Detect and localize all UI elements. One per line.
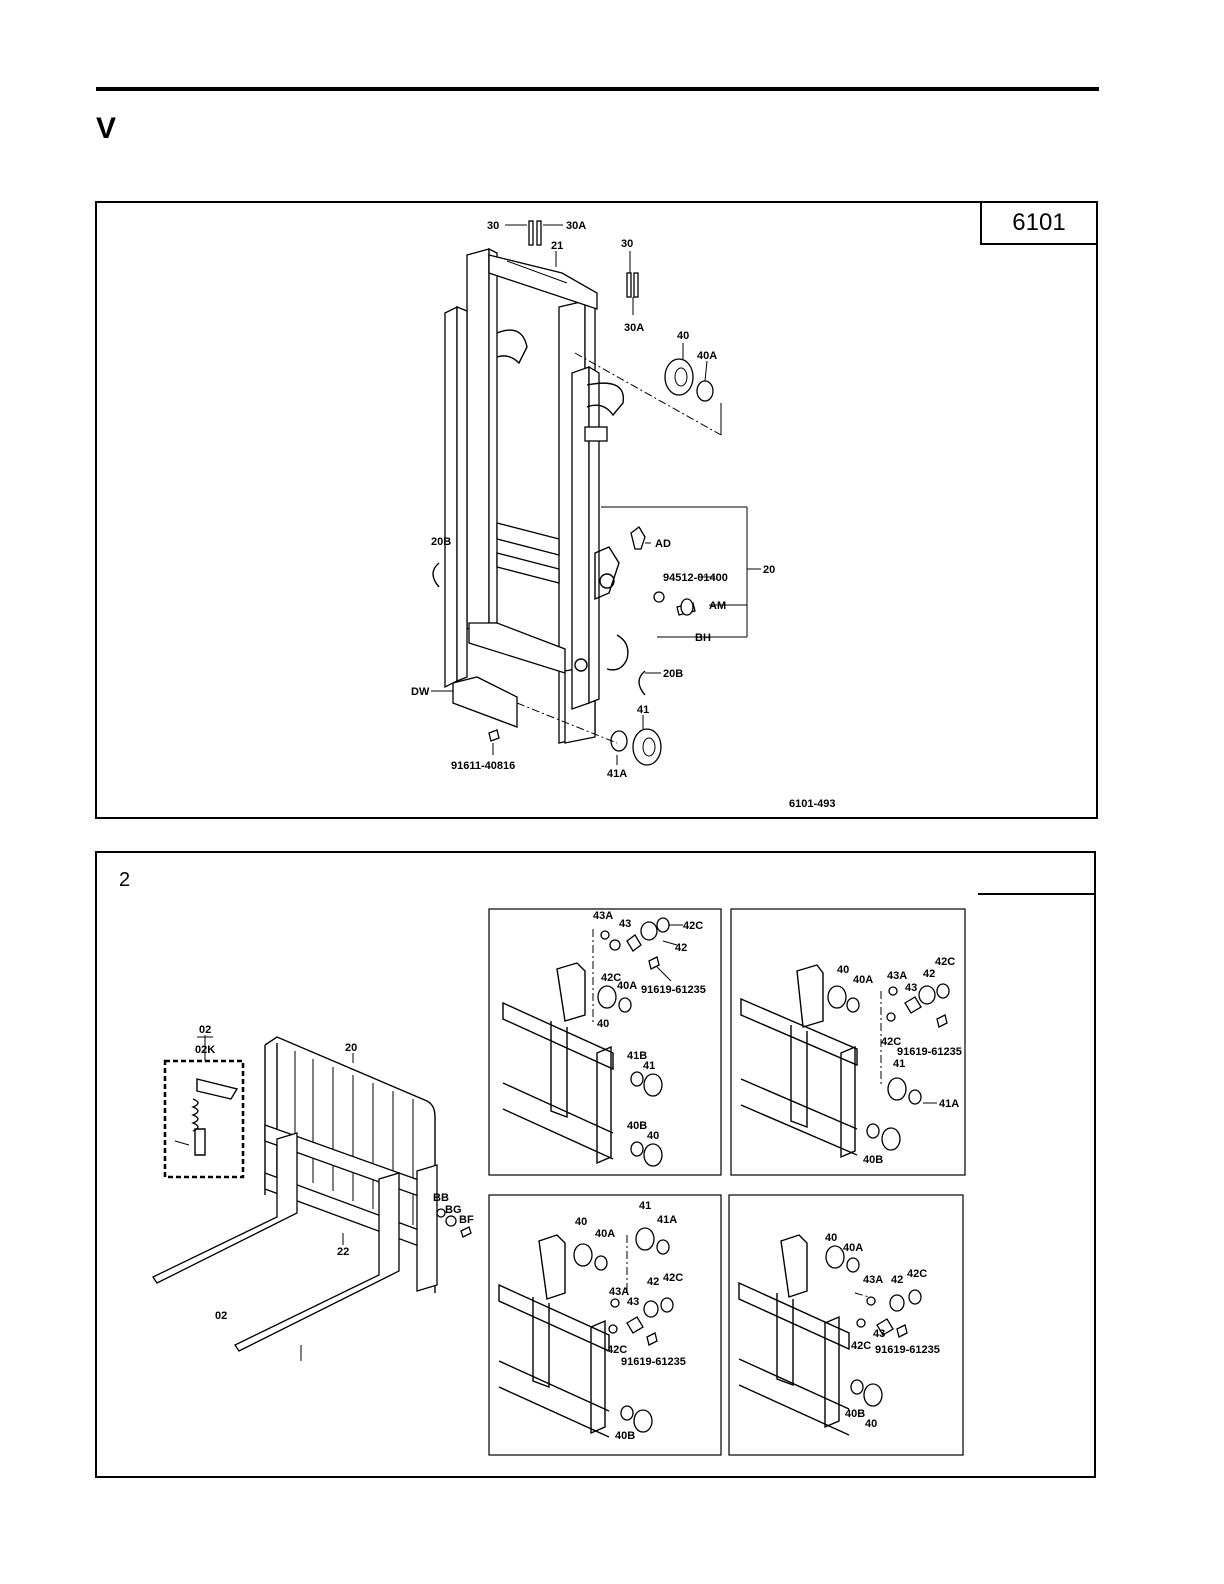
- label-40b: 40B: [863, 1154, 883, 1166]
- label-02: 02: [215, 1310, 227, 1322]
- label-02k: 02K: [195, 1044, 215, 1056]
- label-43: 43: [905, 982, 917, 994]
- header-rule: [96, 87, 1099, 91]
- panel-number: 2: [119, 869, 131, 891]
- detail-box-b: [730, 908, 966, 1176]
- dw-plate: [452, 676, 518, 728]
- label-bf: BF: [459, 1214, 474, 1226]
- label-42: 42: [647, 1276, 659, 1288]
- label-21: 21: [551, 240, 563, 252]
- label-40a: 40A: [617, 980, 637, 992]
- label-20b: 20B: [663, 668, 683, 680]
- label-30a: 30A: [566, 220, 586, 232]
- label-40b: 40B: [845, 1408, 865, 1420]
- label-42: 42: [675, 942, 687, 954]
- figure-panel-mast: 6101: [95, 201, 1098, 819]
- label-40: 40: [575, 1216, 587, 1228]
- label-40a: 40A: [595, 1228, 615, 1240]
- label-42c: 42C: [881, 1036, 901, 1048]
- label-20: 20: [763, 564, 775, 576]
- label-42c: 42C: [663, 1272, 683, 1284]
- parts-right: [432, 220, 714, 766]
- label-40: 40: [865, 1418, 877, 1430]
- label-40a: 40A: [843, 1242, 863, 1254]
- label-91619: 91619-61235: [621, 1356, 686, 1368]
- detail-b-drawing: [740, 964, 950, 1159]
- part-labels: 30 30A 21 30 30A 40 40A AD 20 94512-0140…: [411, 220, 836, 810]
- label-41: 41: [893, 1058, 905, 1070]
- carriage-exploded-diagram: 43A 43 42C 42 42C 91619-61235 40A 40 41B…: [152, 908, 966, 1456]
- label-40b: 40B: [615, 1430, 635, 1442]
- label-30a: 30A: [624, 322, 644, 334]
- label-40: 40: [837, 964, 849, 976]
- detail-c-drawing: [498, 1227, 674, 1438]
- label-42c: 42C: [607, 1344, 627, 1356]
- label-43a: 43A: [887, 970, 907, 982]
- label-42c: 42C: [907, 1268, 927, 1280]
- label-22: 22: [337, 1246, 349, 1258]
- label-43a: 43A: [593, 910, 613, 922]
- label-bb: BB: [433, 1192, 449, 1204]
- detail-c-labels: 41 40 40A 41A 42 42C 43A 43 42C 91619-61…: [575, 1200, 686, 1442]
- label-91619: 91619-61235: [897, 1046, 962, 1058]
- label-42c: 42C: [935, 956, 955, 968]
- label-bg: BG: [445, 1204, 462, 1216]
- label-42: 42: [923, 968, 935, 980]
- label-bh: BH: [695, 632, 711, 644]
- label-40b: 40B: [627, 1120, 647, 1132]
- label-91611: 91611-40816: [451, 760, 515, 772]
- label-41a: 41A: [939, 1098, 959, 1110]
- carriage-labels: 02 02K 20 22 02 BB BG BF: [195, 1024, 474, 1322]
- label-40: 40: [647, 1130, 659, 1142]
- label-41a: 41A: [607, 768, 627, 780]
- detail-a-labels: 43A 43 42C 42 42C 91619-61235 40A 40 41B…: [593, 910, 706, 1142]
- detail-d-labels: 40 40A 43A 42 42C 43 42C 91619-61235 40B…: [825, 1232, 940, 1430]
- label-20: 20: [345, 1042, 357, 1054]
- detail-a-drawing: [502, 917, 683, 1167]
- label-43a: 43A: [863, 1274, 883, 1286]
- label-40: 40: [597, 1018, 609, 1030]
- label-dw: DW: [411, 686, 430, 698]
- label-91619: 91619-61235: [641, 984, 706, 996]
- label-20b: 20B: [431, 536, 451, 548]
- section-letter: V: [96, 112, 117, 145]
- label-40a: 40A: [853, 974, 873, 986]
- label-41: 41: [637, 704, 649, 716]
- drawing-number: 6101-493: [789, 798, 836, 810]
- label-42c: 42C: [851, 1340, 871, 1352]
- label-40: 40: [677, 330, 689, 342]
- label-43a: 43A: [609, 1286, 629, 1298]
- label-30: 30: [487, 220, 499, 232]
- label-43: 43: [873, 1328, 885, 1340]
- detail-box-a: [488, 908, 722, 1176]
- label-40a: 40A: [697, 350, 717, 362]
- label-43: 43: [627, 1296, 639, 1308]
- detail-d-drawing: [738, 1234, 922, 1436]
- leader-lines: [431, 224, 761, 765]
- detail-box-d: [728, 1194, 964, 1456]
- label-ad: AD: [655, 538, 671, 550]
- label-41a: 41A: [657, 1214, 677, 1226]
- figure-panel-carriage: 2: [95, 851, 1096, 1478]
- label-41: 41: [643, 1060, 655, 1072]
- label-42: 42: [891, 1274, 903, 1286]
- label-91619: 91619-61235: [875, 1344, 940, 1356]
- label-40: 40: [825, 1232, 837, 1244]
- label-41: 41: [639, 1200, 651, 1212]
- label-94512: 94512-01400: [663, 572, 728, 584]
- label-41b: 41B: [627, 1050, 647, 1062]
- inner-mast: [444, 305, 629, 710]
- corner-rule: [978, 893, 1094, 895]
- mast-exploded-diagram: 30 30A 21 30 30A 40 40A AD 20 94512-0140…: [411, 220, 836, 810]
- label-am: AM: [709, 600, 726, 612]
- detail-b-labels: 40 40A 43A 42 42C 43 42C 91619-61235 41 …: [837, 956, 962, 1166]
- label-42c: 42C: [683, 920, 703, 932]
- label-42c: 42C: [601, 972, 621, 984]
- label-43: 43: [619, 918, 631, 930]
- label-30: 30: [621, 238, 633, 250]
- figure-number-box: 6101: [980, 201, 1098, 245]
- label-02: 02: [199, 1024, 211, 1036]
- fork-carriage: [152, 1035, 472, 1361]
